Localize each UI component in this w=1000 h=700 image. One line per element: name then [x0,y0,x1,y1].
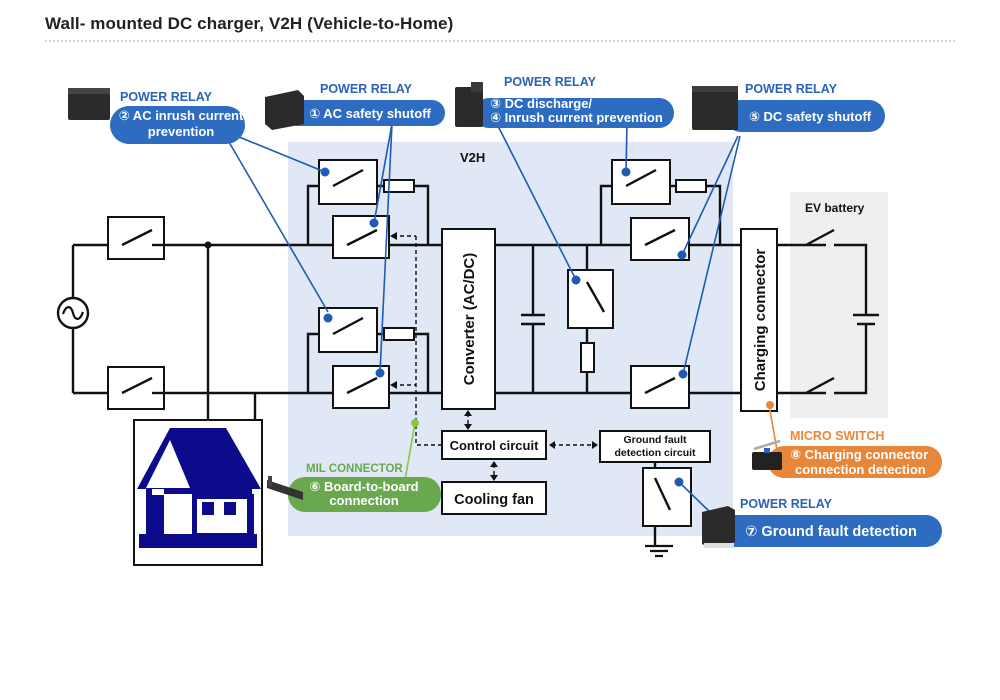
callout-line-1: ⑦ Ground fault detection [745,524,917,540]
callout-line-1: ③ DC discharge/ [490,96,592,111]
micro-switch-product-icon [752,439,782,470]
callout-dc-safety: POWER RELAY ⑤ DC safety shutoff [692,82,885,132]
relay-ac-inrush-top [318,159,378,205]
ev-battery-label: EV battery [805,201,865,215]
battery-icon [853,313,879,326]
callout-line-1: ② AC inrush current [119,108,244,123]
callout-ground-fault: POWER RELAY ⑦ Ground fault detection [702,497,942,548]
callout-board-to-board: MIL CONNECTOR ⑥ Board-to-board connectio… [267,463,441,512]
callout-category: MIL CONNECTOR [306,463,403,475]
callout-line-2: prevention [148,124,215,139]
callout-leaders [221,123,778,516]
callout-line-2: connection [329,493,398,508]
connector-product-icon [267,476,303,500]
control-signals [390,232,598,481]
callout-ac-safety: POWER RELAY ① AC safety shutoff [265,82,445,130]
charging-connector-block [740,228,778,412]
ground-fault-circuit-label-2: detection circuit [614,447,696,459]
callout-category: POWER RELAY [504,75,597,89]
ac-breaker-bottom [107,366,165,410]
control-circuit-label: Control circuit [450,438,540,453]
ev-battery-region [790,192,888,418]
cooling-fan-block [441,481,547,515]
relay-product-icon [702,506,735,548]
callout-category: POWER RELAY [120,90,213,104]
callout-line-1: ① AC safety shutoff [309,106,431,121]
ground-fault-circuit-label-1: Ground fault [624,434,687,446]
ac-breaker-top [107,216,165,260]
callout-ac-inrush: POWER RELAY ② AC inrush current preventi… [68,88,245,144]
callout-line-1: ⑤ DC safety shutoff [749,109,872,124]
charging-connector-label: Charging connector [752,249,769,392]
v2h-label: V2H [460,150,485,165]
ac-source-icon [56,296,90,330]
switch-boxes [107,159,879,558]
control-circuit-block [441,430,547,460]
resistor-discharge [580,342,595,373]
relay-dc-inrush [611,159,671,205]
relay-product-icon [265,90,304,130]
relay-product-icon [692,86,738,130]
relay-product-icon [455,82,483,127]
callout-line-1: ⑧ Charging connector [790,447,928,462]
house-icon [133,419,263,566]
title-divider [45,40,955,42]
main-wiring [71,184,868,545]
callout-charging-detect: MICRO SWITCH ⑧ Charging connector connec… [752,429,942,478]
converter-label: Converter (AC/DC) [461,253,478,386]
callout-line-2: ④ Inrush current prevention [490,110,663,125]
callout-dc-discharge: POWER RELAY ③ DC discharge/ ④ Inrush cur… [455,75,674,128]
page-title: Wall- mounted DC charger, V2H (Vehicle-t… [45,14,454,33]
callout-category: POWER RELAY [740,497,833,511]
resistor-bottom [383,327,415,341]
relay-product-icon [68,88,110,120]
cooling-fan-label: Cooling fan [454,492,534,508]
callout-category: MICRO SWITCH [790,429,884,443]
callout-line-2: connection detection [795,462,926,477]
callout-category: POWER RELAY [745,82,838,96]
converter-block [441,228,496,410]
ground-fault-circuit-block [599,430,711,463]
callout-category: POWER RELAY [320,82,413,96]
resistor-dc [675,179,707,193]
resistor-top [383,179,415,193]
callout-line-1: ⑥ Board-to-board [309,479,418,494]
ground-icon [645,544,673,558]
relay-ground-fault [642,467,692,527]
